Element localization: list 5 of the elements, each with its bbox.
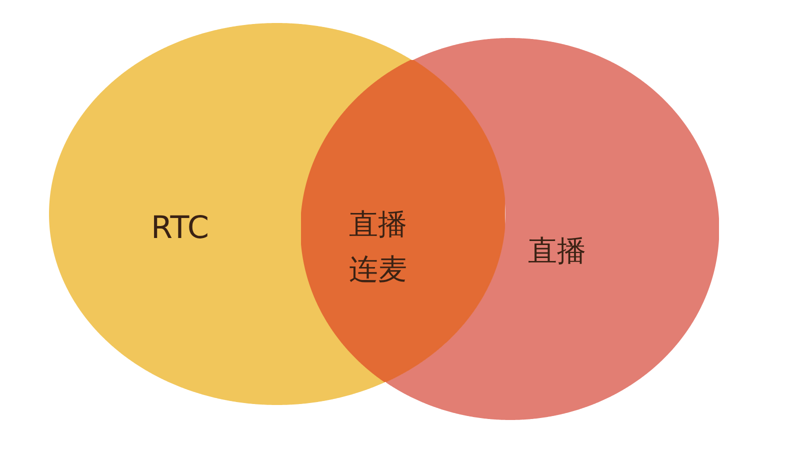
region-label: 直播连麦	[349, 206, 407, 288]
overlap-region	[301, 60, 505, 382]
set-region	[49, 23, 412, 405]
region-label: 直播	[528, 232, 586, 270]
region-label: RTC	[150, 208, 210, 248]
